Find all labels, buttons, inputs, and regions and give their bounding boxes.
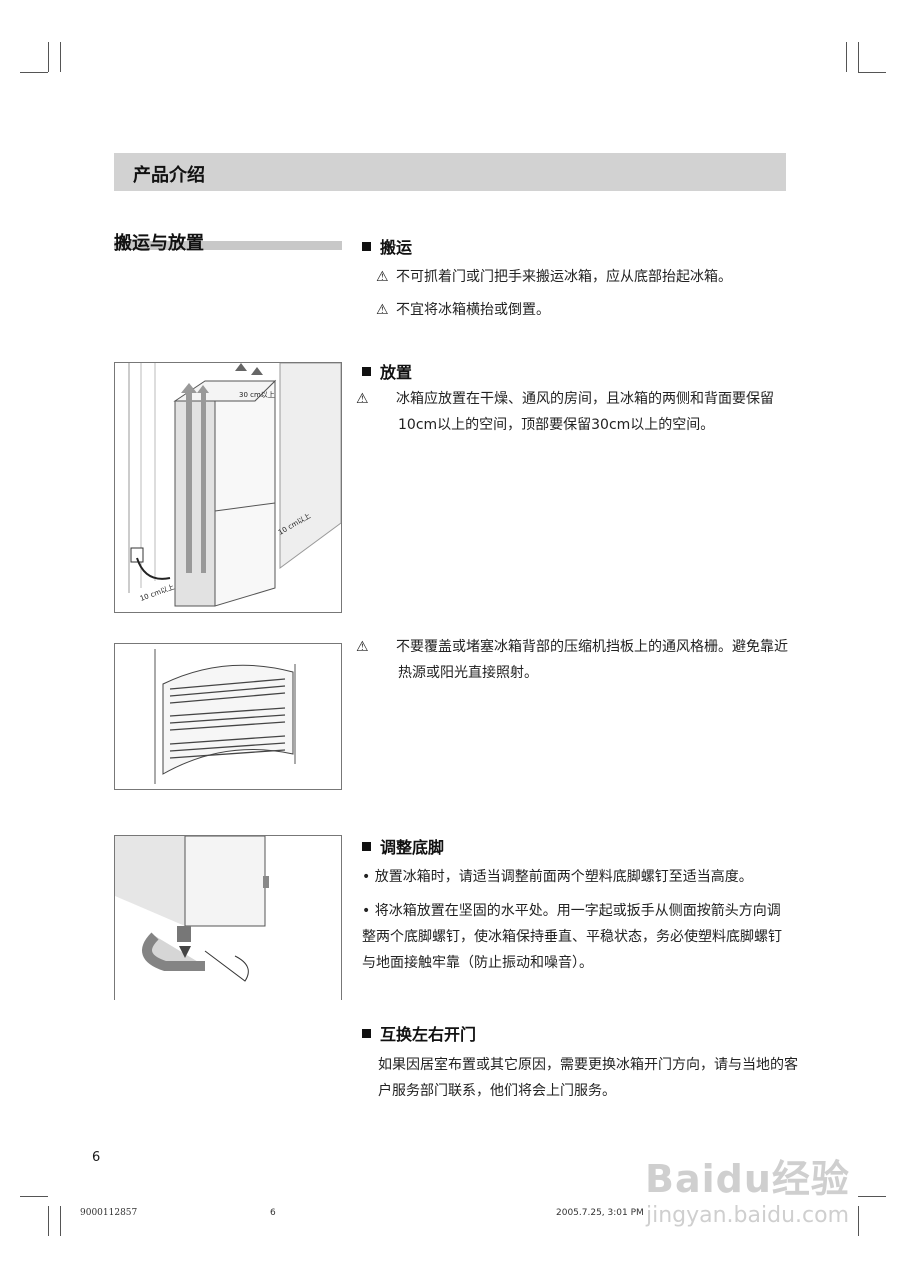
transport-warning-1: ⚠不可抓着门或门把手来搬运冰箱，应从底部抬起冰箱。 xyxy=(376,264,790,290)
crop-mark xyxy=(858,1196,886,1197)
section-title: 搬运与放置 xyxy=(114,233,204,254)
crop-mark xyxy=(60,1206,61,1236)
bullet-icon: • xyxy=(362,869,375,885)
footer-page: 6 xyxy=(270,1208,276,1218)
crop-mark xyxy=(858,72,886,73)
warning-triangle-icon: ⚠ xyxy=(356,391,369,407)
watermark-url: jingyan.baidu.com xyxy=(645,1203,850,1228)
crop-mark xyxy=(858,1206,859,1236)
chapter-header-bar: 产品介绍 xyxy=(114,153,786,191)
crop-mark xyxy=(48,42,49,72)
heading-adjust-feet: 调整底脚 xyxy=(362,834,444,858)
heading-placement: 放置 xyxy=(362,359,412,383)
crop-mark xyxy=(20,72,48,73)
bullet-icon: • xyxy=(362,903,375,919)
figure-fridge-clearance: 30 cm以上 10 cm以上 10 cm以上 xyxy=(114,362,342,613)
warning-triangle-icon: ⚠ xyxy=(376,302,389,318)
figure-adjust-feet xyxy=(114,835,342,1000)
page-number: 6 xyxy=(92,1150,101,1165)
label-top-clearance: 30 cm以上 xyxy=(239,390,275,399)
footer-doc-id: 9000112857 xyxy=(80,1208,138,1218)
chapter-title: 产品介绍 xyxy=(133,165,205,186)
baidu-watermark: Baidu经验 jingyan.baidu.com xyxy=(640,1148,855,1228)
crop-mark xyxy=(48,1206,49,1236)
adjust-feet-illustration xyxy=(115,835,269,982)
ventilation-grille-illustration xyxy=(154,649,296,784)
placement-warning-1: ⚠冰箱应放置在干燥、通风的房间，且冰箱的两侧和背面要保留10cm以上的空间，顶部… xyxy=(356,386,790,438)
feet-bullet-2: • 将冰箱放置在坚固的水平处。用一字起或扳手从侧面按箭头方向调整两个底脚螺钉，使… xyxy=(362,903,782,971)
crop-mark xyxy=(60,42,61,72)
transport-warning-2: ⚠不宜将冰箱横抬或倒置。 xyxy=(376,297,790,323)
figure-ventilation-grille xyxy=(114,643,342,790)
fridge-clearance-illustration: 30 cm以上 10 cm以上 10 cm以上 xyxy=(115,362,342,612)
warning-triangle-icon: ⚠ xyxy=(376,269,389,285)
heading-transport: 搬运 xyxy=(362,234,412,258)
heading-reverse-door: 互换左右开门 xyxy=(362,1021,476,1045)
warning-triangle-icon: ⚠ xyxy=(356,639,369,655)
crop-mark xyxy=(20,1196,48,1197)
watermark-brand: Baidu经验 xyxy=(645,1157,850,1201)
placement-warning-2: ⚠不要覆盖或堵塞冰箱背部的压缩机挡板上的通风格栅。避免靠近热源或阳光直接照射。 xyxy=(356,634,790,686)
feet-bullet-1: • 放置冰箱时，请适当调整前面两个塑料底脚螺钉至适当高度。 xyxy=(362,869,753,885)
footer-date: 2005.7.25, 3:01 PM xyxy=(556,1208,644,1218)
crop-mark xyxy=(846,42,847,72)
crop-mark xyxy=(858,42,859,72)
reverse-door-text: 如果因居室布置或其它原因，需要更换冰箱开门方向，请与当地的客户服务部门联系，他们… xyxy=(378,1057,798,1099)
